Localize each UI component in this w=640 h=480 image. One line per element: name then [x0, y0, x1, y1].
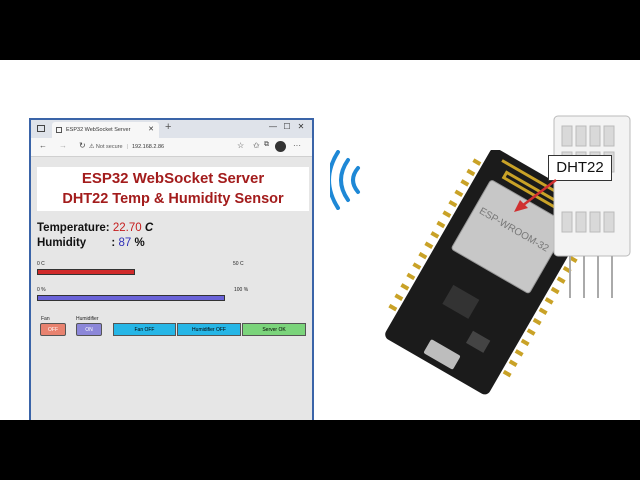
- tab-title: ESP32 WebSocket Server: [66, 127, 131, 133]
- page-header: ESP32 WebSocket Server DHT22 Temp & Humi…: [37, 167, 309, 211]
- fan-label: Fan: [41, 316, 50, 322]
- thumbnail-canvas: ESP32 WebSocket Server ✕ + — ☐ ✕ ← → ↻ ⚠ N…: [0, 60, 640, 420]
- close-tab-icon[interactable]: ✕: [148, 126, 154, 133]
- humidifier-status-badge: Humidifier OFF: [177, 323, 241, 336]
- maximize-icon[interactable]: ☐: [283, 122, 291, 131]
- fan-status-badge: Fan OFF: [113, 323, 176, 336]
- esp32-board-image: ESP-WROOM-32: [385, 150, 596, 395]
- humidity-unit: %: [134, 237, 145, 249]
- address-bar[interactable]: ⚠ Not secure|192.168.2.86: [89, 144, 165, 150]
- humidity-readout: Humidity : 87 %: [37, 237, 145, 249]
- minimize-icon[interactable]: —: [269, 122, 277, 131]
- close-window-icon[interactable]: ✕: [297, 122, 305, 131]
- humidity-value: 87: [118, 237, 132, 249]
- page-icon: [56, 127, 62, 133]
- more-icon[interactable]: ···: [293, 141, 301, 150]
- url-text: 192.168.2.86: [131, 144, 165, 150]
- temp-min-label: 0 C: [37, 261, 45, 267]
- new-tab-icon[interactable]: +: [165, 121, 172, 133]
- humidifier-toggle-button[interactable]: ON: [76, 323, 102, 336]
- security-status: Not secure: [95, 144, 123, 150]
- window-menu-icon[interactable]: [37, 125, 45, 132]
- temperature-value: 22.70: [112, 222, 142, 234]
- humidity-min-label: 0 %: [37, 287, 46, 293]
- temperature-label: Temperature:: [37, 222, 110, 234]
- window-controls: — ☐ ✕: [266, 122, 308, 131]
- temperature-readout: Temperature: 22.70 C: [37, 222, 153, 234]
- temperature-bar: [37, 269, 135, 275]
- temp-max-label: 50 C: [233, 261, 244, 267]
- back-icon[interactable]: ←: [39, 141, 47, 150]
- favorite-icon[interactable]: ☆: [237, 141, 245, 150]
- sensor-label: DHT22: [548, 155, 612, 181]
- temperature-unit: C: [144, 222, 154, 234]
- web-page: ESP32 WebSocket Server DHT22 Temp & Humi…: [31, 157, 312, 420]
- profile-avatar[interactable]: [275, 141, 286, 152]
- browser-tab[interactable]: ESP32 WebSocket Server ✕: [52, 122, 159, 138]
- pointer-arrow-icon: [514, 179, 557, 212]
- humidity-max-label: 100 %: [234, 287, 249, 293]
- collections-icon[interactable]: ⧉: [264, 141, 269, 148]
- humidity-colon: :: [111, 237, 116, 249]
- wifi-signal-icon: [330, 150, 360, 210]
- humidifier-label: Humidifier: [76, 316, 99, 322]
- favorites-bar-icon[interactable]: ✩: [253, 141, 260, 150]
- warning-icon: ⚠: [89, 144, 95, 150]
- refresh-icon[interactable]: ↻: [79, 141, 86, 150]
- page-subtitle: DHT22 Temp & Humidity Sensor: [62, 191, 284, 207]
- page-title: ESP32 WebSocket Server: [81, 170, 265, 187]
- humidity-label: Humidity: [37, 237, 87, 249]
- forward-icon[interactable]: →: [59, 141, 67, 150]
- humidity-bar: [37, 295, 225, 301]
- nav-bar: ← → ↻ ⚠ Not secure|192.168.2.86 ☆ ✩ ⧉ ··…: [31, 138, 312, 157]
- browser-window: ESP32 WebSocket Server ✕ + — ☐ ✕ ← → ↻ ⚠ N…: [29, 118, 314, 420]
- dht22-sensor-image: [553, 115, 631, 298]
- server-status-badge: Server OK: [242, 323, 306, 336]
- tab-bar: ESP32 WebSocket Server ✕ + — ☐ ✕: [31, 120, 312, 138]
- fan-toggle-button[interactable]: OFF: [40, 323, 66, 336]
